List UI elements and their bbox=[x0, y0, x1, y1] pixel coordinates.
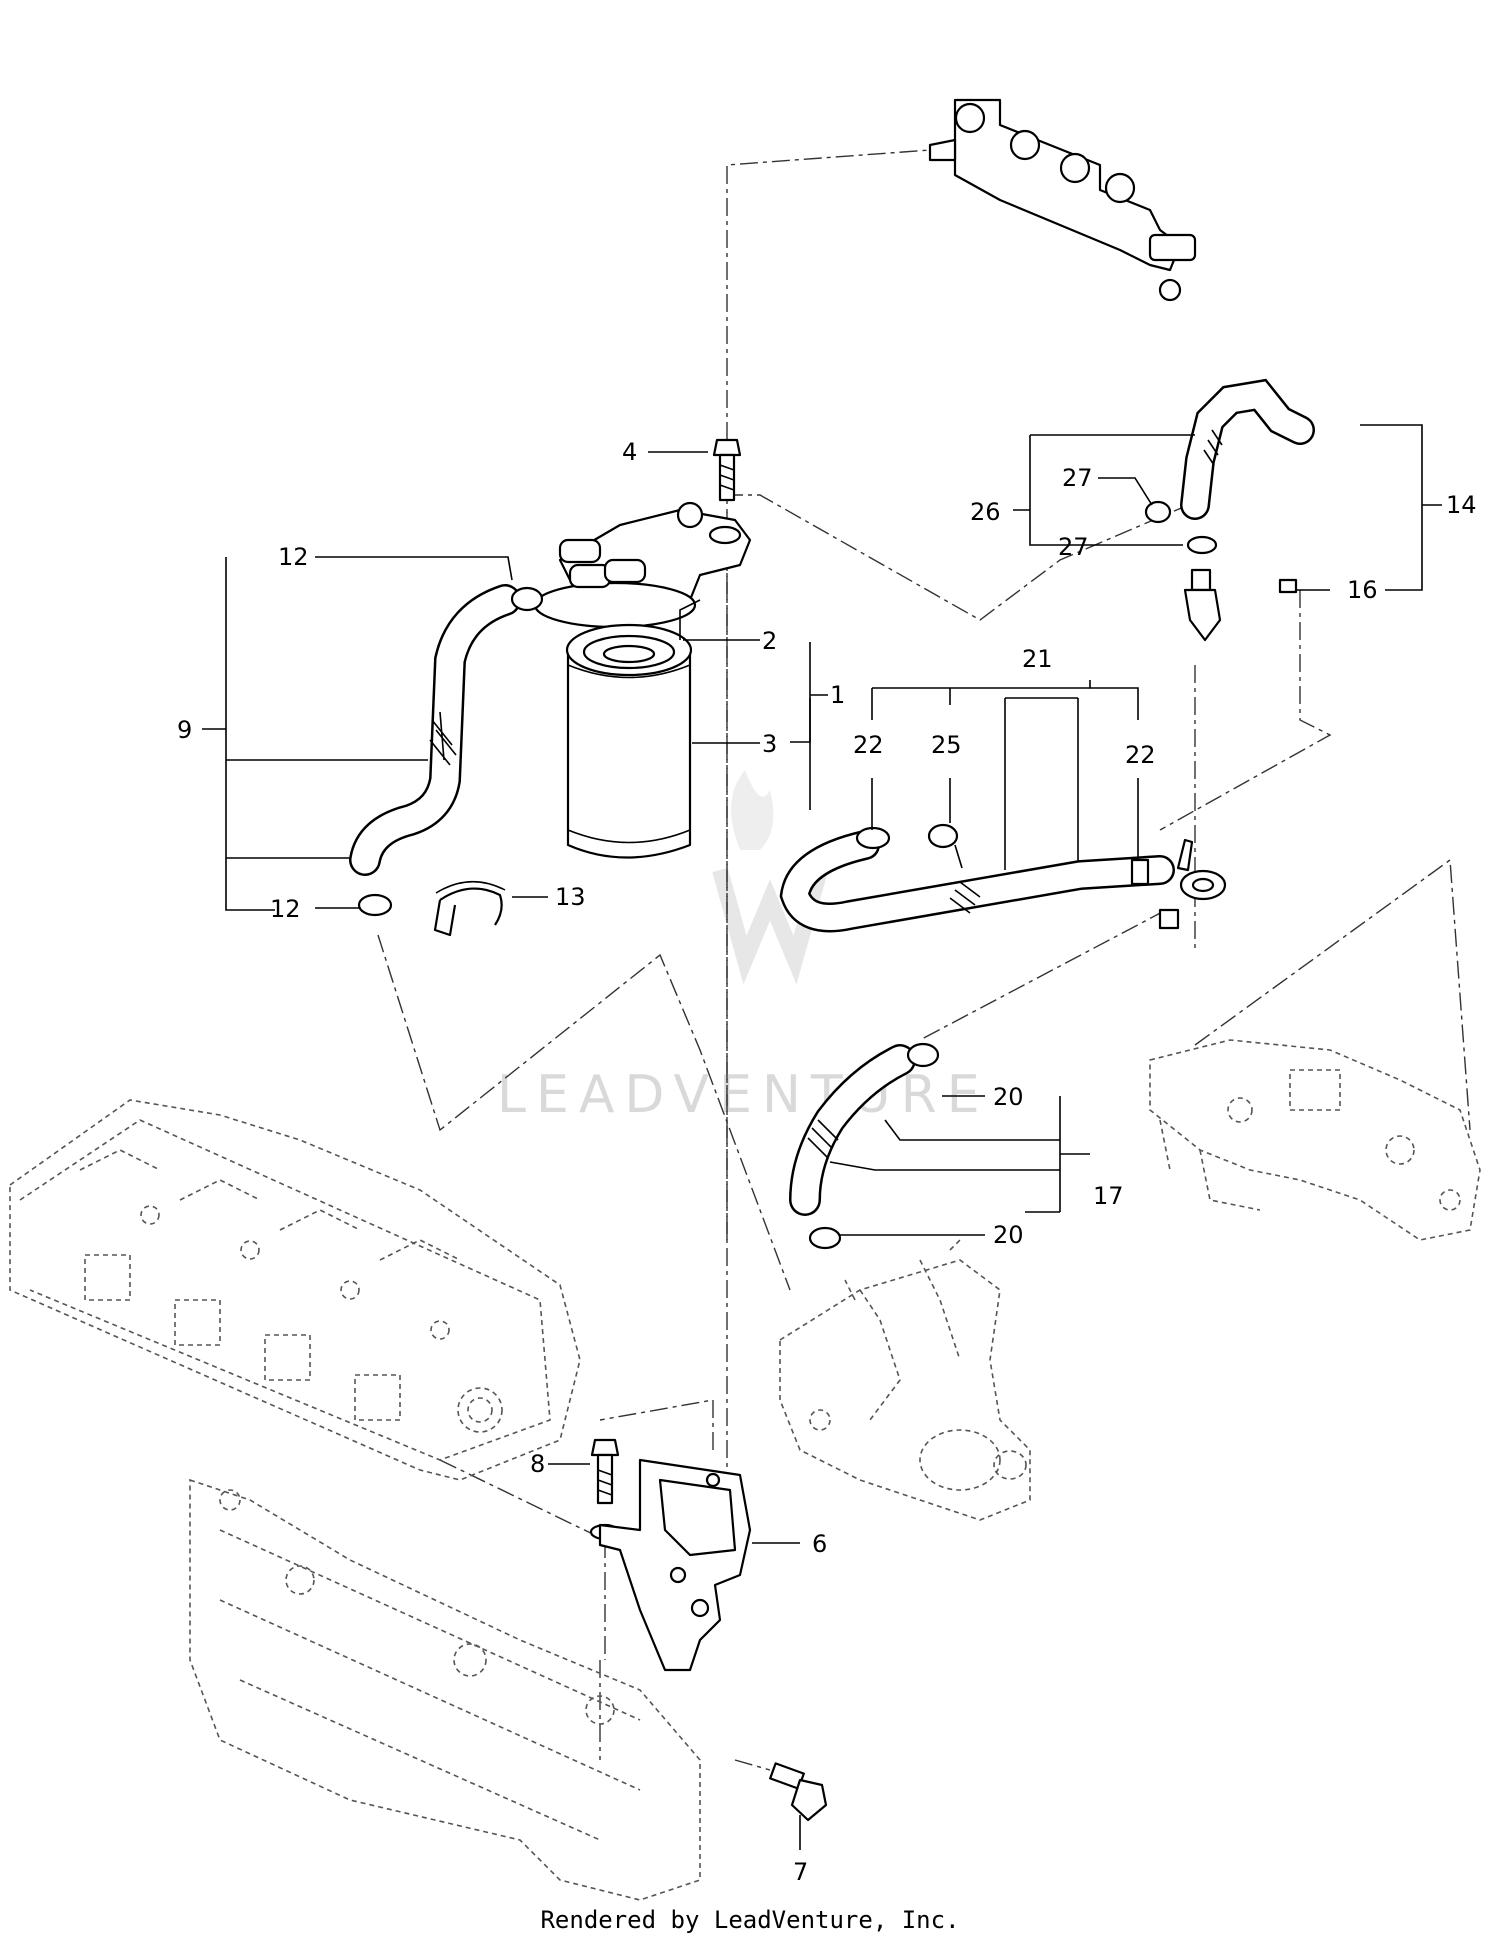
filter-head bbox=[533, 501, 752, 629]
clamp-13 bbox=[433, 880, 506, 937]
clamp-20-lower bbox=[808, 1226, 842, 1250]
clamp-20-upper bbox=[906, 1042, 940, 1068]
hose-9 bbox=[349, 584, 521, 876]
callout-27-upper: 27 bbox=[1062, 464, 1093, 492]
callout-4: 4 bbox=[622, 438, 637, 466]
clamp-22-left bbox=[855, 826, 891, 850]
alignment-lines bbox=[377, 149, 1471, 1771]
hose-17 bbox=[789, 1044, 916, 1216]
banjo-fitting bbox=[1158, 838, 1227, 930]
bolt-4 bbox=[712, 438, 742, 502]
cylinder-head-phantom bbox=[9, 1099, 581, 1481]
bracket-6 bbox=[598, 1458, 752, 1672]
fuel-rail bbox=[928, 98, 1197, 272]
callout-17: 17 bbox=[1093, 1182, 1124, 1210]
filter-element bbox=[565, 623, 693, 859]
callout-7: 7 bbox=[793, 1858, 808, 1886]
callout-8: 8 bbox=[530, 1450, 545, 1478]
callout-12-lower: 12 bbox=[270, 895, 301, 923]
callout-20-lower: 20 bbox=[993, 1221, 1024, 1249]
callout-16: 16 bbox=[1347, 576, 1378, 604]
callout-2: 2 bbox=[762, 627, 777, 655]
callout-13: 13 bbox=[555, 883, 586, 911]
leader-lines bbox=[202, 424, 1442, 1850]
callout-21: 21 bbox=[1022, 645, 1053, 673]
return-line-hose bbox=[1158, 278, 1365, 581]
callout-6: 6 bbox=[812, 1530, 827, 1558]
rendered-by-footer: Rendered by LeadVenture, Inc. bbox=[540, 1906, 960, 1934]
callout-3: 3 bbox=[762, 730, 777, 758]
callout-25: 25 bbox=[931, 731, 962, 759]
callout-12-upper: 12 bbox=[278, 543, 309, 571]
callout-22-left: 22 bbox=[853, 731, 884, 759]
fitting-under-26 bbox=[1183, 568, 1222, 642]
callout-9: 9 bbox=[177, 716, 192, 744]
bolt-7 bbox=[769, 1762, 828, 1822]
watermark-text: LEADVENTURE bbox=[497, 1065, 990, 1125]
callout-14: 14 bbox=[1446, 491, 1477, 519]
thermostat-housing-phantom bbox=[1149, 1039, 1481, 1241]
leadventure-watermark-logo bbox=[712, 770, 828, 985]
callout-27-lower: 27 bbox=[1058, 533, 1089, 561]
clamp-22-right bbox=[1130, 858, 1150, 886]
bolt-8 bbox=[589, 1438, 621, 1541]
clamp-27-lower bbox=[1186, 535, 1218, 555]
callout-22-right: 22 bbox=[1125, 741, 1156, 769]
clamp-16 bbox=[1278, 578, 1298, 594]
callout-1: 1 bbox=[830, 681, 845, 709]
intake-manifold-phantom bbox=[189, 1478, 701, 1901]
hose-26 bbox=[1180, 378, 1315, 520]
injection-pump-phantom bbox=[779, 1239, 1031, 1521]
callout-labels: 4 12 9 12 13 2 1 3 21 22 25 22 27 26 27 … bbox=[177, 438, 1477, 1886]
clamp-12-lower bbox=[357, 893, 393, 917]
clip-25 bbox=[927, 823, 963, 869]
callout-20-upper: 20 bbox=[993, 1083, 1024, 1111]
clamp-27-upper bbox=[1144, 500, 1172, 524]
clamp-12-upper bbox=[510, 586, 544, 612]
callout-26: 26 bbox=[970, 498, 1001, 526]
hose-21 bbox=[779, 830, 1175, 933]
